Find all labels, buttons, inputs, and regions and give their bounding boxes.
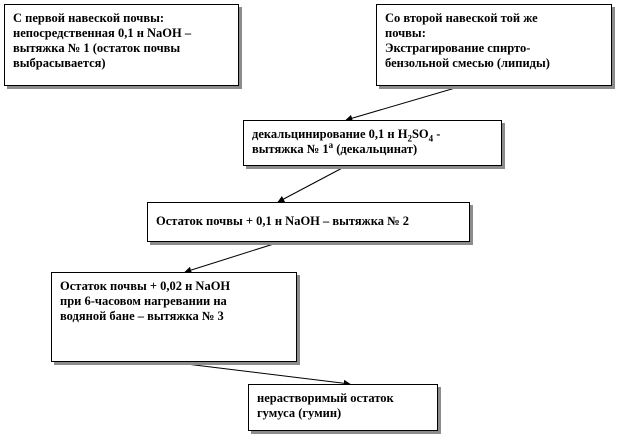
decalcification-text: вытяжка № 1 [252, 142, 329, 156]
decalcification-line-2: вытяжка № 1а (декальцинат) [252, 139, 493, 157]
second-sample-box: Со второй навеской той же почвы: Экстраг… [376, 4, 612, 86]
extract2-line: Остаток почвы + 0,1 н NaOH – вытяжка № 2 [156, 214, 410, 228]
first-sample-line: непосредственная 0,1 н NaOH – [13, 26, 192, 40]
first-sample-line: выбрасывается) [13, 56, 106, 70]
subscript-2: 2 [407, 133, 412, 144]
subscript-4: 4 [428, 133, 434, 144]
second-sample-line: бензольной смесью (липиды) [385, 56, 550, 70]
decalcification-box: декальцинирование 0,1 н H2SO4 - вытяжка … [243, 120, 502, 166]
residue-line: гумуса (гумин) [257, 406, 342, 420]
arrow-extract2-to-extract3 [184, 241, 281, 274]
residue-line: нерастворимый остаток [257, 391, 394, 405]
second-sample-line: Со второй навеской той же [385, 11, 538, 25]
arrow-decalcification-to-extract2 [277, 165, 347, 203]
first-sample-line: вытяжка № 1 (остаток почвы [13, 41, 181, 55]
extract3-line: водяной бане – вытяжка № 3 [60, 309, 224, 323]
second-sample-line: Экстрагирование спирто- [385, 41, 531, 55]
residue-box: нерастворимый остаток гумуса (гумин) [248, 384, 438, 431]
extract3-line: при 6-часовом нагревании на [60, 294, 227, 308]
superscript-a: а [328, 139, 334, 150]
first-sample-box: С первой навеской почвы: непосредственна… [4, 4, 239, 86]
decalcification-text: SO [411, 127, 429, 141]
decalcification-line-1: декальцинирование 0,1 н H2SO4 - [252, 127, 493, 144]
decalcification-text: декальцинирование 0,1 н H [252, 127, 408, 141]
arrow-lipids-to-decalcification [345, 85, 463, 122]
first-sample-line: С первой навеской почвы: [13, 11, 165, 25]
decalcification-text: - [433, 127, 441, 141]
second-sample-line: почвы: [385, 26, 426, 40]
decalcification-text: (декальцинат) [333, 142, 418, 156]
extract2-box: Остаток почвы + 0,1 н NaOH – вытяжка № 2 [147, 202, 470, 242]
arrow-extract3-to-residue [169, 361, 351, 387]
extract3-box: Остаток почвы + 0,02 н NaOH при 6-часово… [51, 272, 297, 362]
extract3-line: Остаток почвы + 0,02 н NaOH [60, 279, 231, 293]
